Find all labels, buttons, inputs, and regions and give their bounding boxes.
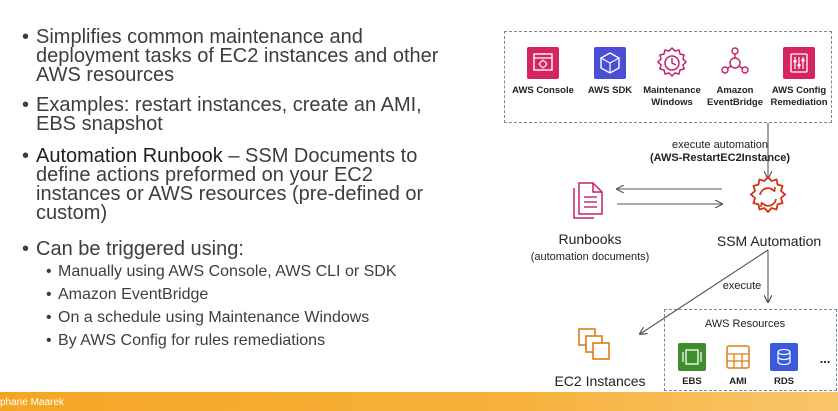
aws-resources-box	[664, 309, 837, 391]
trigger-label-maintenance-line-2: Windows	[651, 97, 693, 108]
bullet-dot: •	[22, 145, 30, 167]
trigger-label-config: AWS Config Remediation	[767, 85, 831, 109]
console-icon	[527, 47, 559, 79]
rds-icon	[770, 343, 798, 371]
sub-bullet-dot: •	[46, 263, 52, 280]
clock-gear-icon	[656, 46, 688, 78]
trigger-label-maintenance: Maintenance Windows	[640, 85, 704, 109]
bullet-4-line-1: Can be triggered using:	[36, 238, 244, 260]
bullet-2: • Examples: restart instances, create an…	[22, 94, 422, 135]
trigger-label-config-line-2: Remediation	[770, 97, 828, 108]
footer-bar	[0, 392, 838, 411]
runbooks-icon	[570, 180, 610, 224]
more-resources-ellipsis: ...	[819, 351, 831, 366]
automation-document-name: (AWS-RestartEC2Instance)	[650, 152, 790, 164]
author-name: phane Maarek	[0, 397, 64, 408]
aws-resources-title: AWS Resources	[704, 318, 786, 330]
ec2-instances-label: EC2 Instances	[554, 373, 646, 389]
ebs-icon	[678, 343, 706, 371]
bullet-dot: •	[22, 238, 30, 260]
bullet-dot: •	[22, 26, 30, 48]
trigger-label-sdk: AWS SDK	[587, 85, 633, 96]
runbooks-sublabel: (automation documents)	[530, 251, 650, 263]
bullet-4: • Can be triggered using:	[22, 238, 244, 260]
bullet-1-line-2: deployment tasks of EC2 instances and ot…	[36, 45, 439, 67]
bullet-1-line-3: AWS resources	[36, 64, 175, 86]
arrow-ssm-to-ec2	[640, 249, 769, 334]
trigger-label-eventbridge-line-1: Amazon	[716, 85, 754, 96]
bullet-3-line-1: Automation Runbook – SSM Documents to	[22, 145, 423, 167]
sub-bullet-3-text: On a schedule using Maintenance Windows	[58, 309, 370, 326]
bullet-dot: •	[22, 94, 30, 116]
execute-automation-label: execute automation	[671, 139, 768, 151]
triggers-box	[504, 31, 832, 123]
runbooks-label: Runbooks	[558, 231, 622, 247]
automation-runbook-term: Automation Runbook	[36, 145, 223, 167]
sub-bullet-3: • On a schedule using Maintenance Window…	[46, 309, 369, 327]
trigger-label-console: AWS Console	[512, 85, 574, 96]
bullet-2-line-1: Examples: restart instances, create an A…	[36, 94, 422, 116]
ssm-automation-label: SSM Automation	[716, 233, 822, 249]
bullet-1-line-1: Simplifies common maintenance and	[36, 26, 363, 48]
bullet-3-line-2: define actions preformed on your EC2	[36, 164, 373, 186]
bullet-3-line-3: instances or AWS resources (pre-defined …	[36, 183, 424, 205]
sub-bullet-4: • By AWS Config for rules remediations	[46, 332, 325, 350]
sub-bullet-dot: •	[46, 286, 52, 303]
execute-label: execute	[722, 280, 762, 292]
config-icon	[783, 47, 815, 79]
bullet-3-line-1-rest: – SSM Documents to	[222, 145, 418, 167]
sdk-cube-icon	[594, 47, 626, 79]
sub-bullet-2-text: Amazon EventBridge	[58, 286, 209, 303]
trigger-label-config-line-1: AWS Config	[771, 85, 827, 96]
sub-bullet-dot: •	[46, 332, 52, 349]
sub-bullet-1-text: Manually using AWS Console, AWS CLI or S…	[58, 263, 397, 280]
sub-bullet-1: • Manually using AWS Console, AWS CLI or…	[46, 263, 397, 281]
bullet-1: • Simplifies common maintenance and depl…	[22, 26, 439, 86]
resource-label-ami: AMI	[729, 376, 747, 387]
trigger-label-maintenance-line-1: Maintenance	[643, 85, 701, 96]
resource-label-ebs: EBS	[682, 376, 702, 387]
resource-label-rds: RDS	[773, 376, 795, 387]
eventbridge-icon	[719, 46, 751, 78]
ec2-instances-icon	[576, 326, 616, 364]
sub-bullet-2: • Amazon EventBridge	[46, 286, 208, 304]
bullet-2-line-2: EBS snapshot	[36, 113, 163, 135]
ssm-automation-icon	[745, 174, 791, 220]
sub-bullet-dot: •	[46, 309, 52, 326]
bullet-3: • Automation Runbook – SSM Documents to …	[22, 145, 424, 224]
sub-bullet-4-text: By AWS Config for rules remediations	[58, 332, 326, 349]
trigger-label-eventbridge-line-2: EventBridge	[707, 97, 763, 108]
bullet-3-line-4: custom)	[36, 202, 108, 224]
trigger-label-eventbridge: Amazon EventBridge	[703, 85, 767, 109]
ami-icon	[724, 343, 752, 371]
